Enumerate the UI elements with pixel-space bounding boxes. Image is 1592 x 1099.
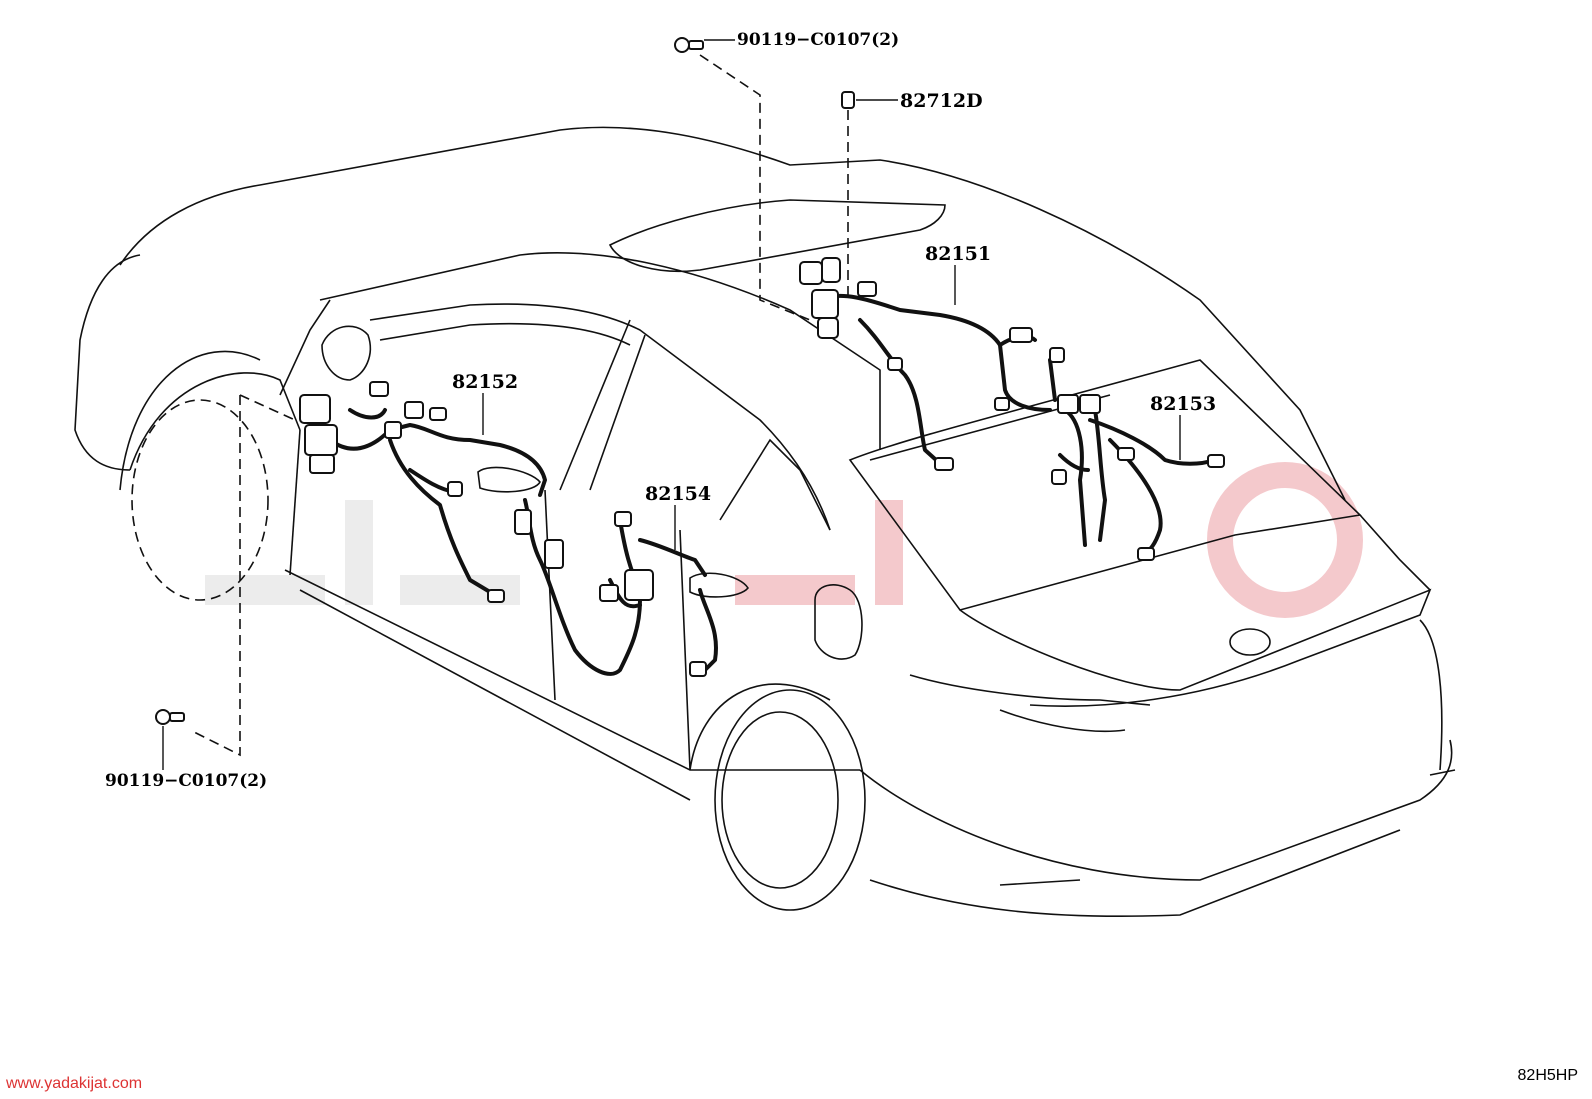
label-harness-82153: 82153 [1150,393,1216,415]
connector [1117,447,1135,461]
reference-dash-lines [189,54,849,757]
connector [614,511,632,527]
connector [1137,547,1155,561]
connector [404,401,424,419]
car-body-outline [74,126,1456,918]
label-bolt-bottom: 90119−C0107(2) [105,771,267,791]
label-harness-82154: 82154 [645,483,711,505]
connector [857,281,877,297]
connector [799,261,823,285]
connector [599,584,619,602]
connector [811,289,839,319]
clip-icon [841,91,855,109]
connector [369,381,389,397]
leader-lines [162,39,1181,770]
connector [447,481,463,497]
watermark-logo [205,462,1363,618]
connector [1009,327,1033,343]
connector [624,569,654,601]
connector [821,257,841,283]
connector [994,397,1010,411]
bolt-top-icon [674,37,704,53]
connector [887,357,903,371]
harness-82153 [1051,394,1225,561]
connector [1207,454,1225,468]
connector [817,317,839,339]
connector [309,454,335,474]
label-harness-82151: 82151 [925,243,991,265]
connector [304,424,338,456]
connector [1079,394,1101,414]
connector [544,539,564,569]
diagram-code: 82H5HP [1517,1067,1578,1084]
connector [487,589,505,603]
watermark-site: www.yadakijat.com [6,1075,143,1092]
connector [299,394,331,424]
harness-82154 [514,498,718,677]
harness-82151 [799,257,1065,471]
connector [384,421,402,439]
label-bolt-top: 90119−C0107(2) [737,30,899,50]
connector [1051,469,1067,485]
connector [934,457,954,471]
connector [1057,394,1079,414]
connector [689,661,707,677]
label-harness-82152: 82152 [452,371,518,393]
harness-82152 [299,381,547,603]
connector [429,407,447,421]
connector [514,509,532,535]
label-clip: 82712D [900,90,983,112]
bolt-bottom-icon [155,709,185,725]
connector [1049,347,1065,363]
